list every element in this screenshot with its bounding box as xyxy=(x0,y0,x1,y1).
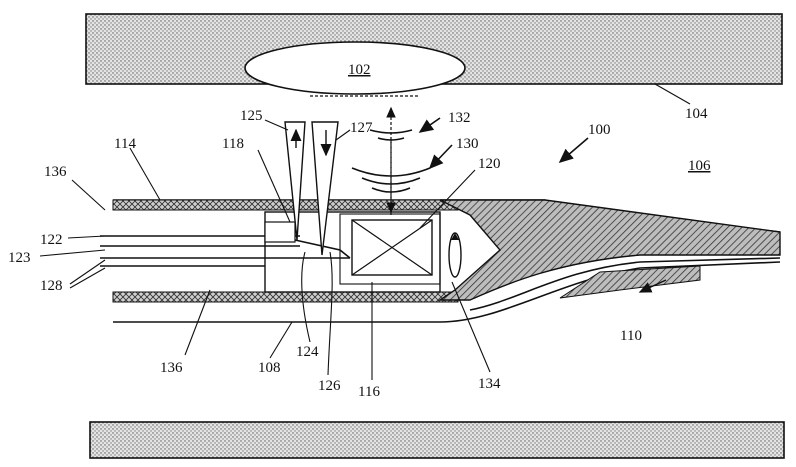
leader-136a xyxy=(72,180,105,210)
arrow-130 xyxy=(430,145,452,168)
label-114: 114 xyxy=(114,136,136,152)
label-100: 100 xyxy=(588,122,611,138)
wave-132-2 xyxy=(370,130,412,133)
label-110: 110 xyxy=(620,328,642,344)
label-136-top: 136 xyxy=(44,164,67,180)
leader-127 xyxy=(336,130,350,140)
label-123: 123 xyxy=(8,250,31,266)
label-116: 116 xyxy=(358,384,380,400)
label-125: 125 xyxy=(240,108,263,124)
sheath-bottom-layer xyxy=(113,292,458,302)
label-124: 124 xyxy=(296,344,319,360)
label-102: 102 xyxy=(348,62,371,78)
leader-120 xyxy=(420,170,475,228)
label-136-bottom: 136 xyxy=(160,360,183,376)
arrow-100 xyxy=(560,138,588,162)
label-122: 122 xyxy=(40,232,63,248)
label-130: 130 xyxy=(456,136,479,152)
label-132: 132 xyxy=(448,110,471,126)
label-126: 126 xyxy=(318,378,341,394)
leader-114 xyxy=(130,148,160,200)
label-118: 118 xyxy=(222,136,244,152)
label-108: 108 xyxy=(258,360,281,376)
label-104: 104 xyxy=(685,106,708,122)
label-127: 127 xyxy=(350,120,373,136)
leader-128a xyxy=(70,260,105,284)
label-106: 106 xyxy=(688,158,711,174)
leader-108 xyxy=(270,322,292,358)
leader-104 xyxy=(655,84,690,104)
leader-122 xyxy=(68,236,105,238)
label-134: 134 xyxy=(478,376,501,392)
leader-123 xyxy=(40,250,105,256)
lower-vessel-wall xyxy=(90,422,784,458)
leader-118 xyxy=(258,150,290,222)
arrow-132 xyxy=(420,118,440,132)
label-128: 128 xyxy=(40,278,63,294)
sheath-top-layer xyxy=(113,200,458,210)
leader-128b xyxy=(70,268,105,288)
label-120: 120 xyxy=(478,156,501,172)
fiber-block xyxy=(265,222,295,242)
